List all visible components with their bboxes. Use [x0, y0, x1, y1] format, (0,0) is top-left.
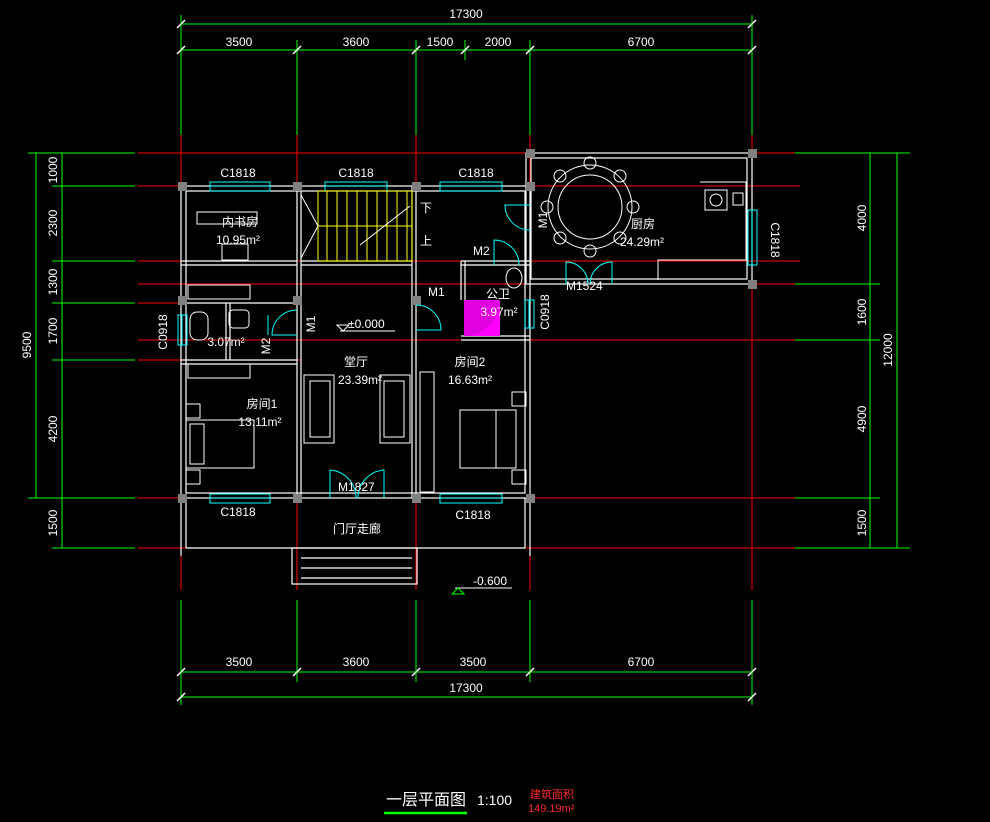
door-label-wc: M2	[473, 244, 490, 258]
dim-right-4: 1500	[855, 509, 869, 536]
room-name-room2: 房间2	[455, 354, 486, 369]
doors	[267, 204, 613, 499]
stair	[300, 190, 413, 262]
furniture	[185, 156, 747, 493]
room-area-room1: 13.11m²	[238, 415, 281, 429]
window-label-stair: C1818	[338, 166, 374, 180]
level-label-porch: -0.600	[473, 574, 507, 588]
room-area-wc: 3.97m²	[480, 305, 517, 319]
room-area-study: 10.95m²	[216, 233, 260, 247]
window-label-study: C1818	[220, 166, 256, 180]
window-label-kitchen: C1818	[768, 222, 782, 258]
dim-right-2: 1600	[855, 298, 869, 325]
dim-bottom-1: 3500	[226, 655, 253, 669]
dim-left-6: 1500	[46, 509, 60, 536]
dim-bottom-2: 3600	[343, 655, 370, 669]
dim-bottom-total: 17300	[449, 681, 483, 695]
building-area-value: 149.19m²	[528, 803, 575, 815]
dimension-ticks	[176, 19, 757, 702]
dim-right-3: 4900	[855, 405, 869, 432]
door-label-bath: M2	[259, 337, 273, 354]
dim-top-5: 6700	[628, 35, 655, 49]
window-label-wc: C1818	[458, 166, 494, 180]
door-label-room2: M1	[428, 285, 445, 299]
dim-top-1: 3500	[226, 35, 253, 49]
stair-up-label: 上	[420, 234, 432, 248]
building-area-label: 建筑面积	[530, 787, 574, 801]
door-label-kitchen: M1	[536, 211, 550, 228]
window-label-bath: C0918	[156, 314, 170, 350]
dim-right-1: 4000	[855, 204, 869, 231]
window-label-room2: C1818	[455, 508, 491, 522]
dim-left-4: 1700	[46, 317, 60, 344]
drawing-scale: 1:100	[477, 792, 512, 808]
dim-bottom-4: 6700	[628, 655, 655, 669]
room-area-bath: 3.07m²	[207, 335, 244, 349]
room-area-kitchen: 24.29m²	[620, 235, 664, 249]
dim-top-3: 1500	[427, 35, 454, 49]
door-label-entrance: M1827	[338, 480, 375, 494]
dimension-lines	[28, 15, 910, 705]
dim-top-total: 17300	[449, 7, 483, 21]
drawing-title: 一层平面图	[386, 792, 466, 809]
room-area-hall: 23.39m²	[338, 373, 382, 387]
window-label-wc-side: C0918	[538, 294, 552, 330]
shower-tray	[464, 300, 500, 336]
window-label-room1: C1818	[220, 505, 256, 519]
dim-left-5: 4200	[46, 415, 60, 442]
dim-right-total: 12000	[881, 333, 895, 367]
room-name-wc: 公卫	[486, 287, 510, 301]
windows	[177, 181, 758, 504]
dim-left-total: 9500	[20, 331, 34, 358]
dim-left-3: 1300	[46, 268, 60, 295]
column-posts	[178, 149, 757, 503]
room-name-kitchen: 厨房	[631, 216, 655, 231]
room-name-hall: 堂厅	[344, 355, 368, 369]
dim-left-2: 2300	[46, 209, 60, 236]
room-name-room1: 房间1	[247, 396, 278, 411]
room-name-corridor: 门厅走廊	[333, 521, 381, 536]
dim-bottom-3: 3500	[460, 655, 487, 669]
dim-top-4: 2000	[485, 35, 512, 49]
level-label-floor: ±0.000	[348, 317, 385, 331]
room-area-room2: 16.63m²	[448, 373, 492, 387]
level-markers	[335, 324, 512, 595]
stair-down-label: 下	[420, 201, 432, 215]
dim-left-1: 1000	[46, 156, 60, 183]
dim-top-2: 3600	[343, 35, 370, 49]
room-name-study: 内书房	[222, 214, 258, 229]
door-label-kitchen-front: M1524	[566, 279, 603, 293]
door-label-hall: M1	[304, 315, 318, 332]
